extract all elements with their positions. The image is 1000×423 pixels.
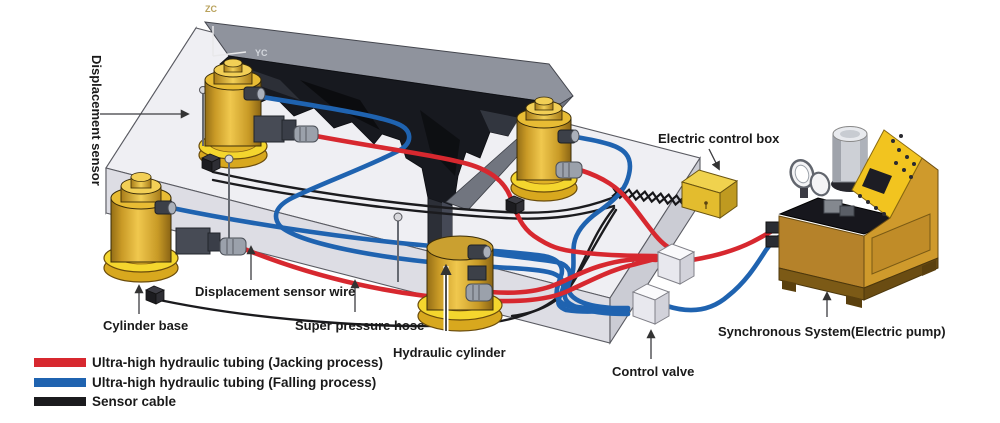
cyl2-valve-block — [175, 227, 211, 255]
legend-item-jacking: Ultra-high hydraulic tubing (Jacking pro… — [34, 355, 383, 370]
pump-plumbing-block — [823, 199, 843, 214]
cyl3-coupling-ridges — [472, 285, 480, 300]
part-labels: Displacement sensor Cylinder base Displa… — [89, 55, 946, 379]
synchronous-pump — [765, 126, 939, 308]
cyl4-sensor-box — [505, 195, 525, 215]
control-box-keyhole — [704, 201, 708, 205]
legend-label-sensor-cable: Sensor cable — [92, 394, 177, 409]
cyl4-blue-port-tip — [570, 129, 580, 143]
label-displacement-sensor: Displacement sensor — [89, 55, 104, 186]
control-valve-falling — [631, 283, 671, 325]
beam-facet-4 — [480, 110, 520, 136]
sensor-cable-2 — [211, 178, 616, 220]
pump-gauges — [789, 159, 831, 198]
label-synchronous-system: Synchronous System(Electric pump) — [718, 324, 946, 339]
pump-foot-1 — [782, 280, 796, 292]
hydraulic-cylinder-front-left — [103, 154, 247, 305]
legend-swatch-falling — [34, 378, 86, 387]
hydraulic-cylinder-rear-left — [198, 58, 319, 173]
hose-blue-cyl2 — [169, 205, 631, 313]
pump-foot-2 — [846, 295, 862, 308]
label-control-valve: Control valve — [612, 364, 694, 379]
pump-plumbing-block2 — [839, 205, 855, 217]
electric-control-box — [680, 169, 739, 219]
valve1-right — [679, 251, 695, 285]
sensor-cable-4 — [510, 208, 618, 318]
hydraulic-cylinder-right — [505, 96, 583, 215]
cyl4-knob-top — [534, 96, 554, 106]
cyl3-sensor-rod-ball — [393, 212, 403, 222]
hose-red-cyl4 — [577, 167, 677, 253]
legend-label-falling: Ultra-high hydraulic tubing (Falling pro… — [92, 375, 376, 390]
cyl1-blue-port-tip — [256, 87, 266, 101]
hose-red-cyl3 — [487, 256, 659, 296]
pump-panel-buttons — [858, 134, 916, 216]
valve2-right — [654, 291, 670, 325]
cyl3-blue-port-tip — [482, 245, 492, 259]
label-electric-control-box: Electric control box — [658, 131, 780, 146]
pump-gauge-2 — [809, 171, 831, 197]
pump-gauge-stem — [800, 188, 808, 198]
hydraulic-cylinder-front-center — [393, 212, 503, 332]
pump-motor-top-inner — [840, 130, 860, 138]
legend: Ultra-high hydraulic tubing (Jacking pro… — [34, 355, 383, 409]
label-hydraulic-cylinder: Hydraulic cylinder — [393, 345, 506, 360]
label-displacement-sensor-wire: Displacement sensor wire — [195, 284, 355, 299]
pump-motor-shade-left — [833, 134, 841, 182]
legend-item-sensor-cable: Sensor cable — [34, 394, 177, 409]
label-super-pressure-hose: Super pressure hose — [295, 318, 424, 333]
legend-item-falling: Ultra-high hydraulic tubing (Falling pro… — [34, 375, 376, 390]
cyl3-mid-fitting — [467, 265, 487, 281]
control-valve-jacking — [656, 243, 696, 285]
cyl1-knob-top — [223, 58, 243, 68]
beam-axis-marker — [212, 26, 247, 57]
label-cylinder-base: Cylinder base — [103, 318, 188, 333]
cyl2-knob-top — [130, 172, 152, 182]
pump-motor-shade-right — [860, 134, 867, 182]
cyl2-valve-block2 — [207, 232, 221, 252]
hose-blue-cyl4 — [565, 134, 633, 311]
cyl2-sensor-rod-ball — [224, 154, 234, 164]
cyl4-coupling-ridges — [562, 163, 570, 177]
control-box-right — [719, 180, 738, 219]
pump-foot-3 — [922, 260, 936, 276]
pump-gauge-1-face — [794, 164, 810, 184]
arrow-electric-control-box — [708, 148, 720, 171]
pump-cabinet-door — [871, 213, 931, 275]
pump-panel-screen — [862, 168, 892, 194]
legend-swatch-sensor-cable — [34, 397, 86, 406]
cyl2-coupling-ridges — [226, 239, 234, 254]
sensor-cable-1 — [211, 170, 614, 214]
cyl1-valve-block — [253, 115, 285, 143]
cyl1-coupling-ridges — [299, 127, 307, 141]
beam-facet-1 — [300, 80, 380, 130]
cyl1-sensor-box — [201, 153, 221, 173]
legend-label-jacking: Ultra-high hydraulic tubing (Jacking pro… — [92, 355, 383, 370]
axis-label-yc: YC — [255, 48, 268, 58]
callout-arrows — [100, 109, 832, 359]
cyl2-sensor-box — [145, 285, 165, 305]
pump-skid-right — [863, 257, 939, 301]
cyl2-blue-port-tip — [167, 201, 177, 215]
legend-swatch-jacking — [34, 358, 86, 367]
axis-label-zc: ZC — [205, 4, 217, 14]
